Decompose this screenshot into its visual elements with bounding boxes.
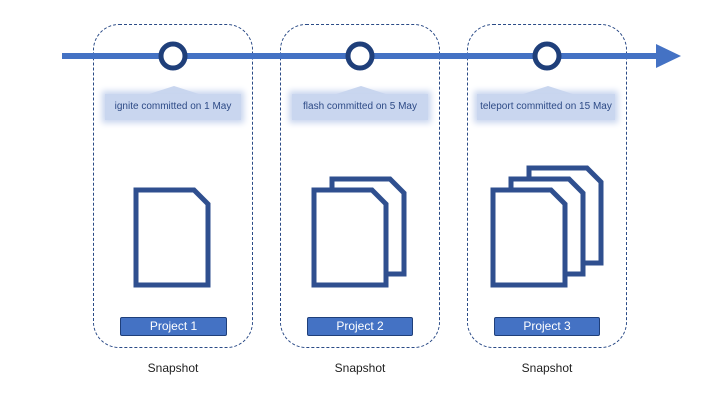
document-icon (311, 187, 389, 288)
commit-node-3 (532, 41, 562, 71)
commit-node-2 (345, 41, 375, 71)
snapshot-caption-1: Snapshot (147, 361, 199, 375)
document-stack-3 (490, 165, 604, 288)
document-icon (490, 187, 568, 288)
commit-label-1: ignite committed on 1 May (105, 94, 241, 120)
commit-label-3: teleport committed on 15 May (477, 94, 615, 120)
project-1-button[interactable]: Project 1 (120, 317, 227, 336)
document-icon (133, 187, 211, 288)
commit-node-1 (158, 41, 188, 71)
document-icons (133, 165, 604, 288)
project-3-button[interactable]: Project 3 (494, 317, 600, 336)
arrow-right-icon (656, 44, 681, 68)
document-stack-2 (311, 176, 407, 288)
commit-label-2: flash committed on 5 May (292, 94, 428, 120)
snapshot-container-2 (280, 24, 440, 348)
project-2-button[interactable]: Project 2 (307, 317, 413, 336)
snapshot-caption-3: Snapshot (521, 361, 573, 375)
snapshot-container-3 (467, 24, 627, 348)
document-stack-1 (133, 187, 211, 288)
snapshot-container-1 (93, 24, 253, 348)
snapshot-caption-2: Snapshot (334, 361, 386, 375)
